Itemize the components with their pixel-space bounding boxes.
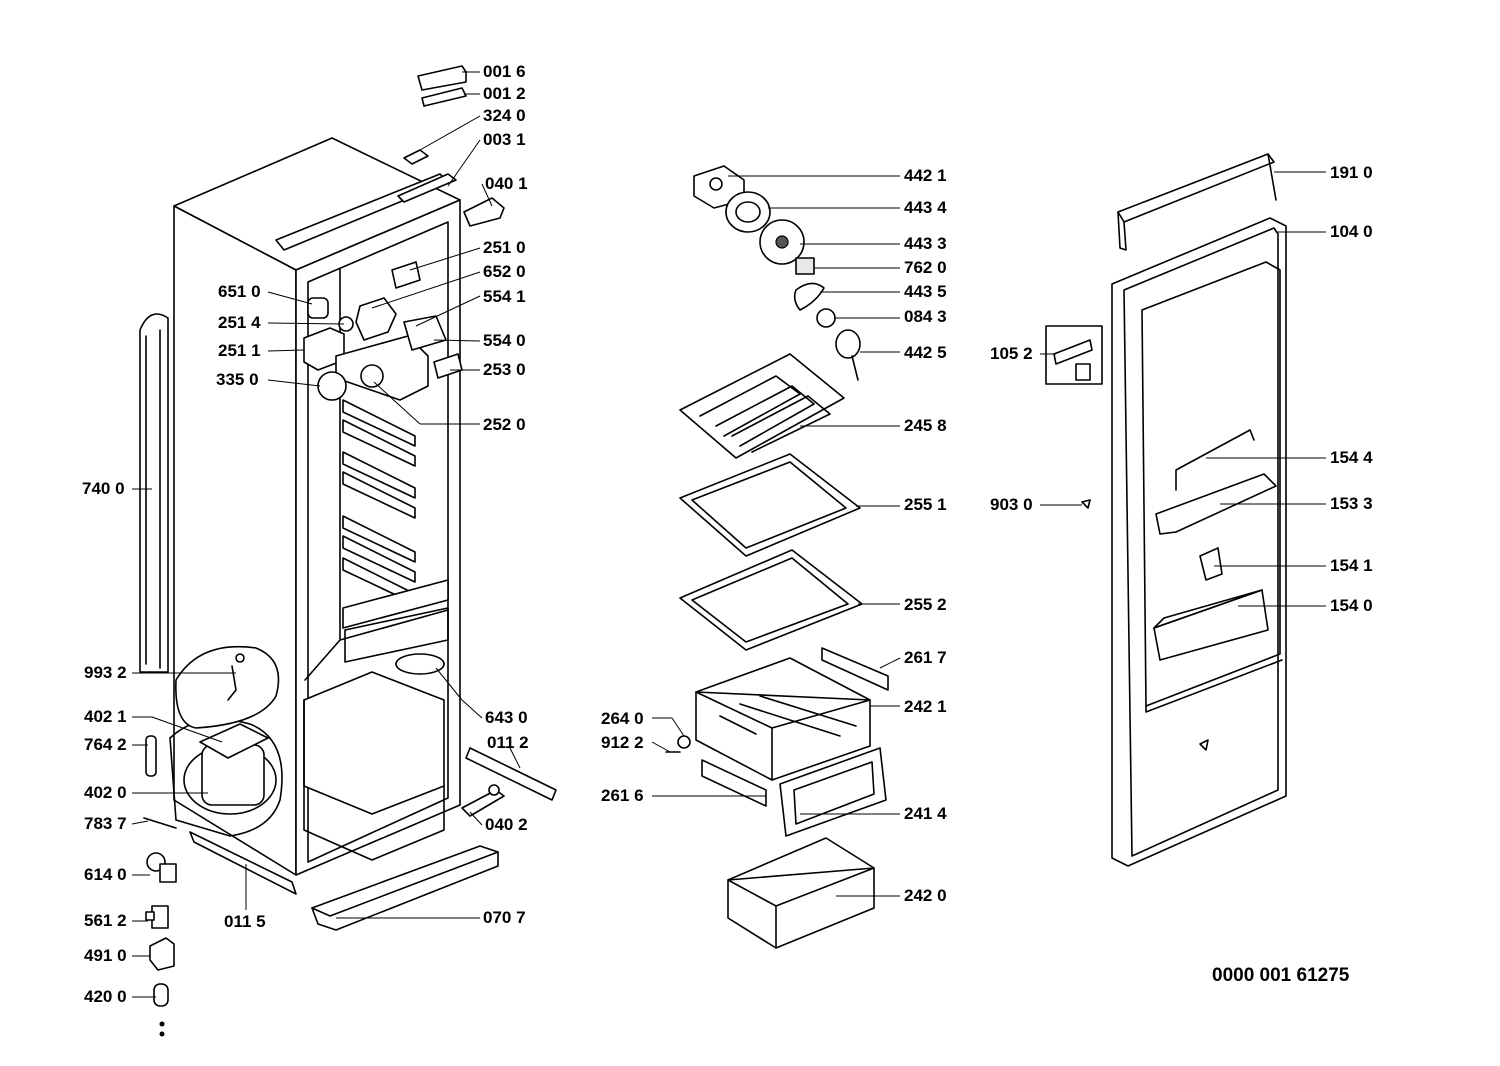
part-label-554-1: 554 1: [483, 287, 526, 306]
part-label-561-2: 561 2: [84, 911, 127, 930]
part-label-251-0: 251 0: [483, 238, 526, 257]
document-number: 0000 001 61275: [1212, 965, 1350, 986]
part-label-652-0: 652 0: [483, 262, 526, 281]
part-label-443-3: 443 3: [904, 234, 947, 253]
door-drawing: [1045, 153, 1287, 867]
part-label-001-6: 001 6: [483, 62, 526, 81]
part-label-153-3: 153 3: [1330, 494, 1373, 513]
part-label-443-4: 443 4: [904, 198, 947, 217]
part-label-241-4: 241 4: [904, 804, 947, 823]
part-label-335-0: 335 0: [216, 370, 259, 389]
part-label-442-1: 442 1: [904, 166, 947, 185]
part-label-261-7: 261 7: [904, 648, 947, 667]
part-label-253-0: 253 0: [483, 360, 526, 379]
part-label-245-8: 245 8: [904, 416, 947, 435]
part-label-762-0: 762 0: [904, 258, 947, 277]
part-label-011-2: 011 2: [487, 733, 529, 752]
part-label-070-7: 070 7: [483, 908, 526, 927]
part-label-154-4: 154 4: [1330, 448, 1373, 467]
part-label-040-2: 040 2: [485, 815, 528, 834]
part-label-783-7: 783 7: [84, 814, 127, 833]
part-label-912-2: 912 2: [601, 733, 644, 752]
part-label-402-1: 402 1: [84, 707, 127, 726]
part-label-764-2: 764 2: [84, 735, 127, 754]
part-label-261-6: 261 6: [601, 786, 644, 805]
part-label-554-0: 554 0: [483, 331, 526, 350]
part-label-242-1: 242 1: [904, 697, 947, 716]
cabinet-drawing: [139, 65, 557, 1037]
part-label-255-2: 255 2: [904, 595, 947, 614]
accessories-drawing: [665, 165, 889, 949]
part-label-011-5: 011 5: [224, 912, 266, 931]
part-label-255-1: 255 1: [904, 495, 947, 514]
leader-lines: [131, 71, 1326, 998]
part-label-903-0: 903 0: [990, 495, 1033, 514]
part-label-040-1: 040 1: [485, 174, 528, 193]
part-label-443-5: 443 5: [904, 282, 947, 301]
part-label-651-0: 651 0: [218, 282, 261, 301]
part-label-104-0: 104 0: [1330, 222, 1373, 241]
part-label-003-1: 003 1: [483, 130, 526, 149]
part-label-740-0: 740 0: [82, 479, 125, 498]
part-label-993-2: 993 2: [84, 663, 127, 682]
part-label-105-2: 105 2: [990, 344, 1033, 363]
part-label-251-1: 251 1: [218, 341, 261, 360]
part-label-084-3: 084 3: [904, 307, 947, 326]
part-label-420-0: 420 0: [84, 987, 127, 1006]
part-label-643-0: 643 0: [485, 708, 528, 727]
part-label-001-2: 001 2: [483, 84, 526, 103]
part-label-264-0: 264 0: [601, 709, 644, 728]
part-label-251-4: 251 4: [218, 313, 261, 332]
part-label-614-0: 614 0: [84, 865, 127, 884]
part-label-154-1: 154 1: [1330, 556, 1373, 575]
part-label-324-0: 324 0: [483, 106, 526, 125]
part-label-154-0: 154 0: [1330, 596, 1373, 615]
part-label-191-0: 191 0: [1330, 163, 1373, 182]
part-label-442-5: 442 5: [904, 343, 947, 362]
part-label-402-0: 402 0: [84, 783, 127, 802]
part-label-242-0: 242 0: [904, 886, 947, 905]
part-label-252-0: 252 0: [483, 415, 526, 434]
part-label-491-0: 491 0: [84, 946, 127, 965]
